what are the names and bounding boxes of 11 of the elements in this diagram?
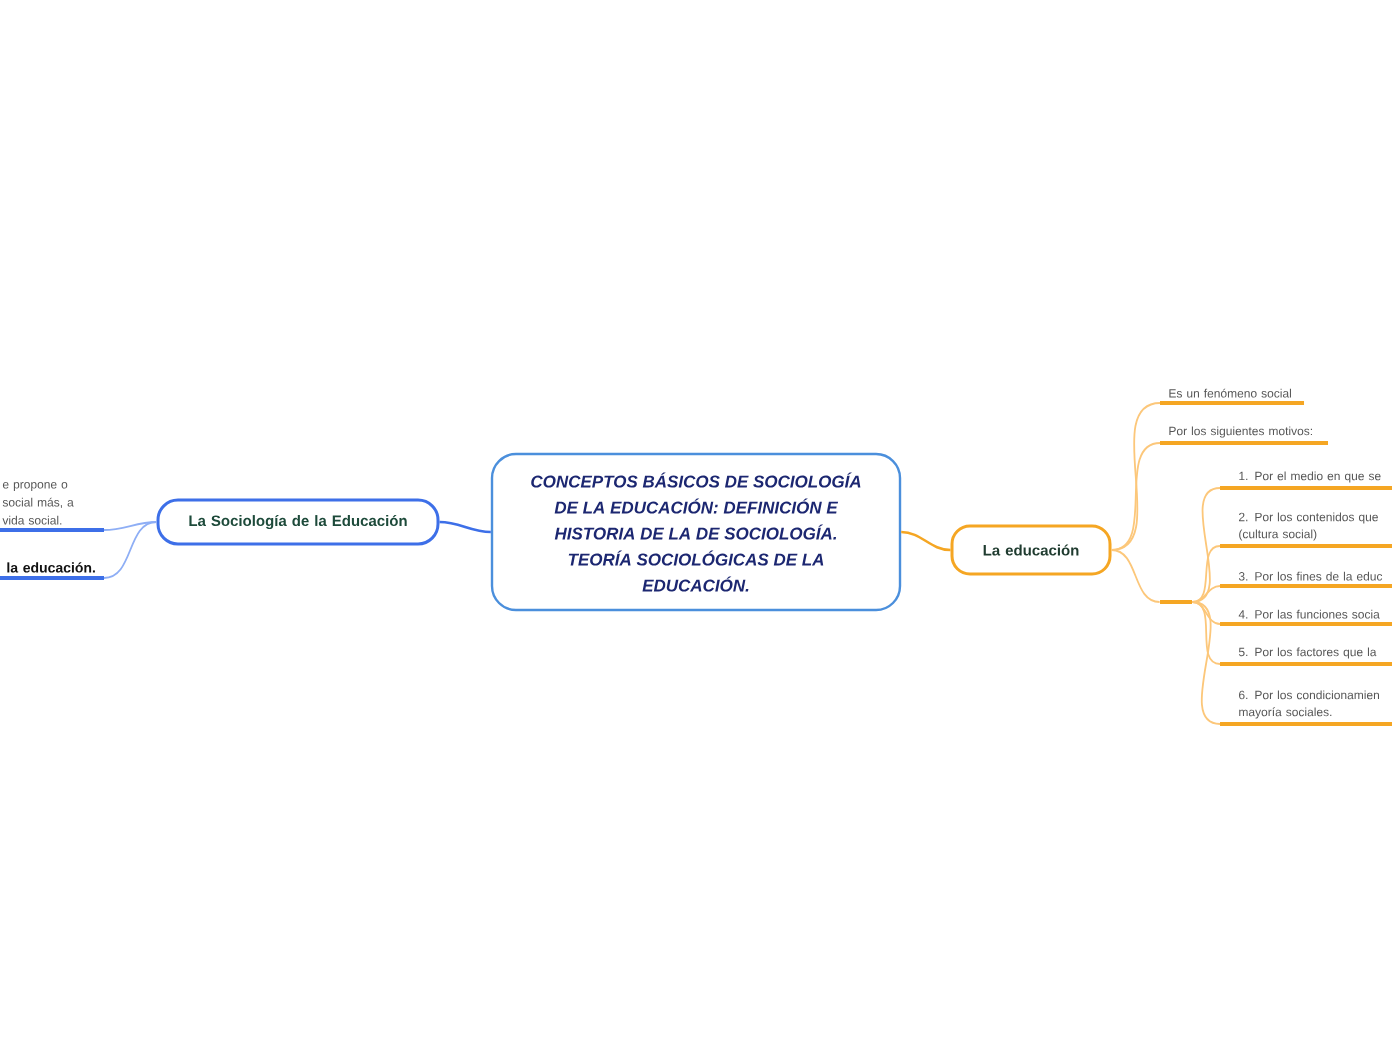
connector-line <box>1110 549 1161 603</box>
connector-line <box>901 530 951 552</box>
connector-line <box>103 521 158 531</box>
central-topic-box: CONCEPTOS BÁSICOS DE SOCIOLOGÍA DE LA EDUCACIÓN: DEFINICIÓN E HISTORIA DE LA DE SOCIOLOGÍA. TEORÍA SOCIOLÓGICAS DE LA EDUCACIÓN. <box>490 452 902 612</box>
connector-line <box>103 521 158 579</box>
connector-line <box>1191 601 1221 725</box>
connector-line <box>1191 585 1221 603</box>
connector-line <box>1191 601 1221 625</box>
connector-line <box>1191 601 1221 665</box>
connector-line <box>439 520 491 534</box>
connector-line <box>1110 442 1161 551</box>
